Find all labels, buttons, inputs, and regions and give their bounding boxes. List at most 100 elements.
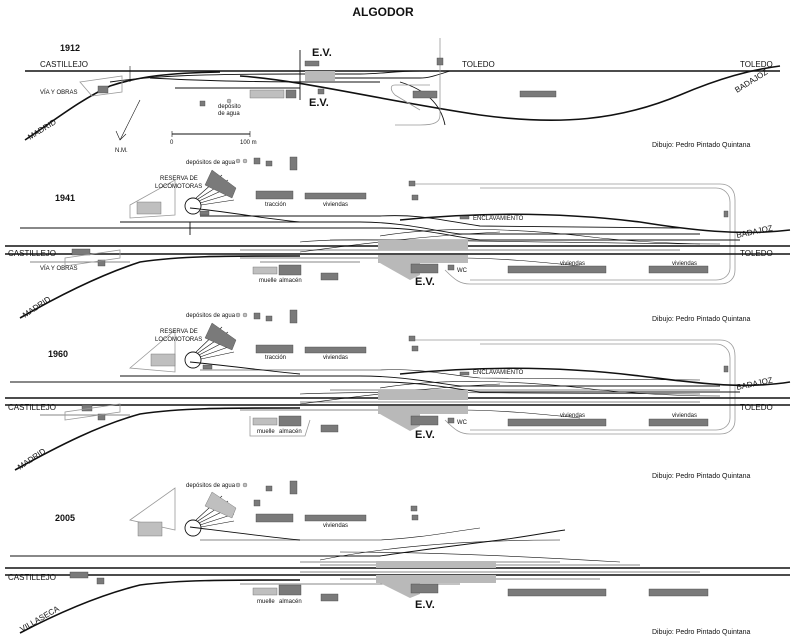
wc-label: WC bbox=[457, 268, 468, 274]
wc-label: WC bbox=[457, 420, 468, 426]
badajoz-label: BADAJOZ bbox=[736, 223, 774, 239]
enclosure bbox=[64, 403, 121, 421]
platform bbox=[378, 406, 468, 414]
traccion-label: tracción bbox=[265, 202, 286, 208]
muelle-label: muelle bbox=[257, 599, 275, 605]
building bbox=[507, 418, 607, 427]
depositos-label: depósitos de agua bbox=[186, 483, 236, 489]
enclavamiento-label: ENCLAVAMIENTO bbox=[473, 370, 524, 376]
viviendas-label: viviendas bbox=[672, 413, 697, 419]
yard-track bbox=[319, 539, 561, 561]
locomotoras-label: LOCOMOTORAS bbox=[155, 184, 202, 190]
almacen bbox=[278, 264, 302, 276]
yard-track bbox=[200, 215, 681, 229]
villaseca-line bbox=[19, 579, 301, 634]
credit-label: Dibujo: Pedro Pintado Quintana bbox=[652, 473, 751, 480]
building bbox=[436, 57, 444, 66]
madrid-line bbox=[19, 255, 301, 319]
yard-track bbox=[10, 381, 740, 393]
building bbox=[648, 265, 709, 274]
station-building bbox=[410, 415, 439, 426]
muelle bbox=[252, 417, 278, 426]
muelle bbox=[252, 587, 278, 596]
station-boundary bbox=[470, 343, 731, 431]
muelle-label: muelle bbox=[259, 278, 277, 284]
building bbox=[71, 248, 91, 256]
platform bbox=[378, 390, 468, 400]
castillejo-label: CASTILLEJO bbox=[8, 573, 56, 582]
building bbox=[320, 424, 339, 433]
platform bbox=[380, 263, 420, 280]
enclosure bbox=[129, 329, 176, 373]
viviendas-label: viviendas bbox=[560, 261, 585, 267]
badajoz-line bbox=[239, 65, 781, 122]
building bbox=[648, 418, 709, 427]
de-agua-label: de agua bbox=[218, 111, 240, 117]
yard-track bbox=[120, 375, 720, 387]
building bbox=[69, 571, 89, 579]
fan-track bbox=[200, 351, 235, 360]
credit-label: Dibujo: Pedro Pintado Quintana bbox=[652, 142, 751, 149]
credit-label: Dibujo: Pedro Pintado Quintana bbox=[652, 316, 751, 323]
north-arrow-head-icon bbox=[115, 130, 127, 141]
building bbox=[459, 215, 470, 220]
building bbox=[285, 89, 297, 99]
building bbox=[507, 265, 607, 274]
credit-label: Dibujo: Pedro Pintado Quintana bbox=[652, 629, 751, 636]
siding bbox=[109, 70, 421, 83]
north-arrow-icon bbox=[119, 99, 141, 141]
castillejo-label: CASTILLEJO bbox=[40, 60, 88, 69]
water-tank bbox=[242, 158, 248, 164]
madrid-label: MADRID bbox=[16, 446, 47, 471]
panel-year: 1941 bbox=[55, 193, 75, 203]
station-boundary bbox=[410, 183, 736, 285]
building bbox=[199, 100, 206, 107]
water-tank bbox=[235, 312, 241, 318]
station-boundary bbox=[410, 339, 736, 435]
ev-label: E.V. bbox=[309, 97, 329, 109]
building bbox=[519, 90, 557, 98]
building bbox=[304, 346, 367, 354]
traccion-label: tracción bbox=[265, 355, 286, 361]
muelle bbox=[252, 266, 278, 275]
building bbox=[304, 514, 367, 522]
building bbox=[723, 210, 729, 218]
viviendas-label: viviendas bbox=[560, 413, 585, 419]
deposito-label: depósito bbox=[218, 104, 241, 110]
madrid-line bbox=[24, 71, 221, 141]
building bbox=[97, 413, 106, 421]
building bbox=[137, 521, 163, 537]
building bbox=[97, 85, 109, 94]
panel-year: 1912 bbox=[60, 43, 80, 53]
almacen-label: almacén bbox=[279, 278, 302, 284]
toledo-label: TOLEDO bbox=[740, 60, 773, 69]
road bbox=[390, 84, 430, 111]
building bbox=[253, 157, 261, 165]
depositos-label: depósitos de agua bbox=[186, 160, 236, 166]
panel-1941: 1941 bbox=[5, 156, 791, 323]
panel-year: 2005 bbox=[55, 513, 75, 523]
yard-track bbox=[120, 221, 700, 235]
ev-label: E.V. bbox=[312, 47, 332, 59]
building bbox=[199, 210, 210, 216]
reserva-label: RESERVA DE bbox=[160, 176, 198, 182]
toledo-label: TOLEDO bbox=[740, 403, 773, 412]
yard-track bbox=[189, 526, 301, 541]
building bbox=[320, 593, 339, 602]
almacen-label: almacén bbox=[279, 429, 302, 435]
yard-track bbox=[189, 361, 301, 375]
panel-year: 1960 bbox=[48, 349, 68, 359]
building bbox=[97, 259, 106, 267]
yard-track bbox=[379, 229, 721, 245]
building bbox=[320, 272, 339, 281]
building bbox=[265, 485, 273, 492]
building bbox=[648, 588, 709, 597]
water-tank bbox=[226, 98, 232, 104]
building bbox=[202, 364, 213, 370]
enclosure bbox=[129, 179, 176, 219]
building bbox=[411, 194, 419, 201]
madrid-label: MADRID bbox=[21, 294, 52, 319]
castillejo-label: CASTILLEJO bbox=[8, 403, 56, 412]
siding bbox=[149, 77, 380, 83]
